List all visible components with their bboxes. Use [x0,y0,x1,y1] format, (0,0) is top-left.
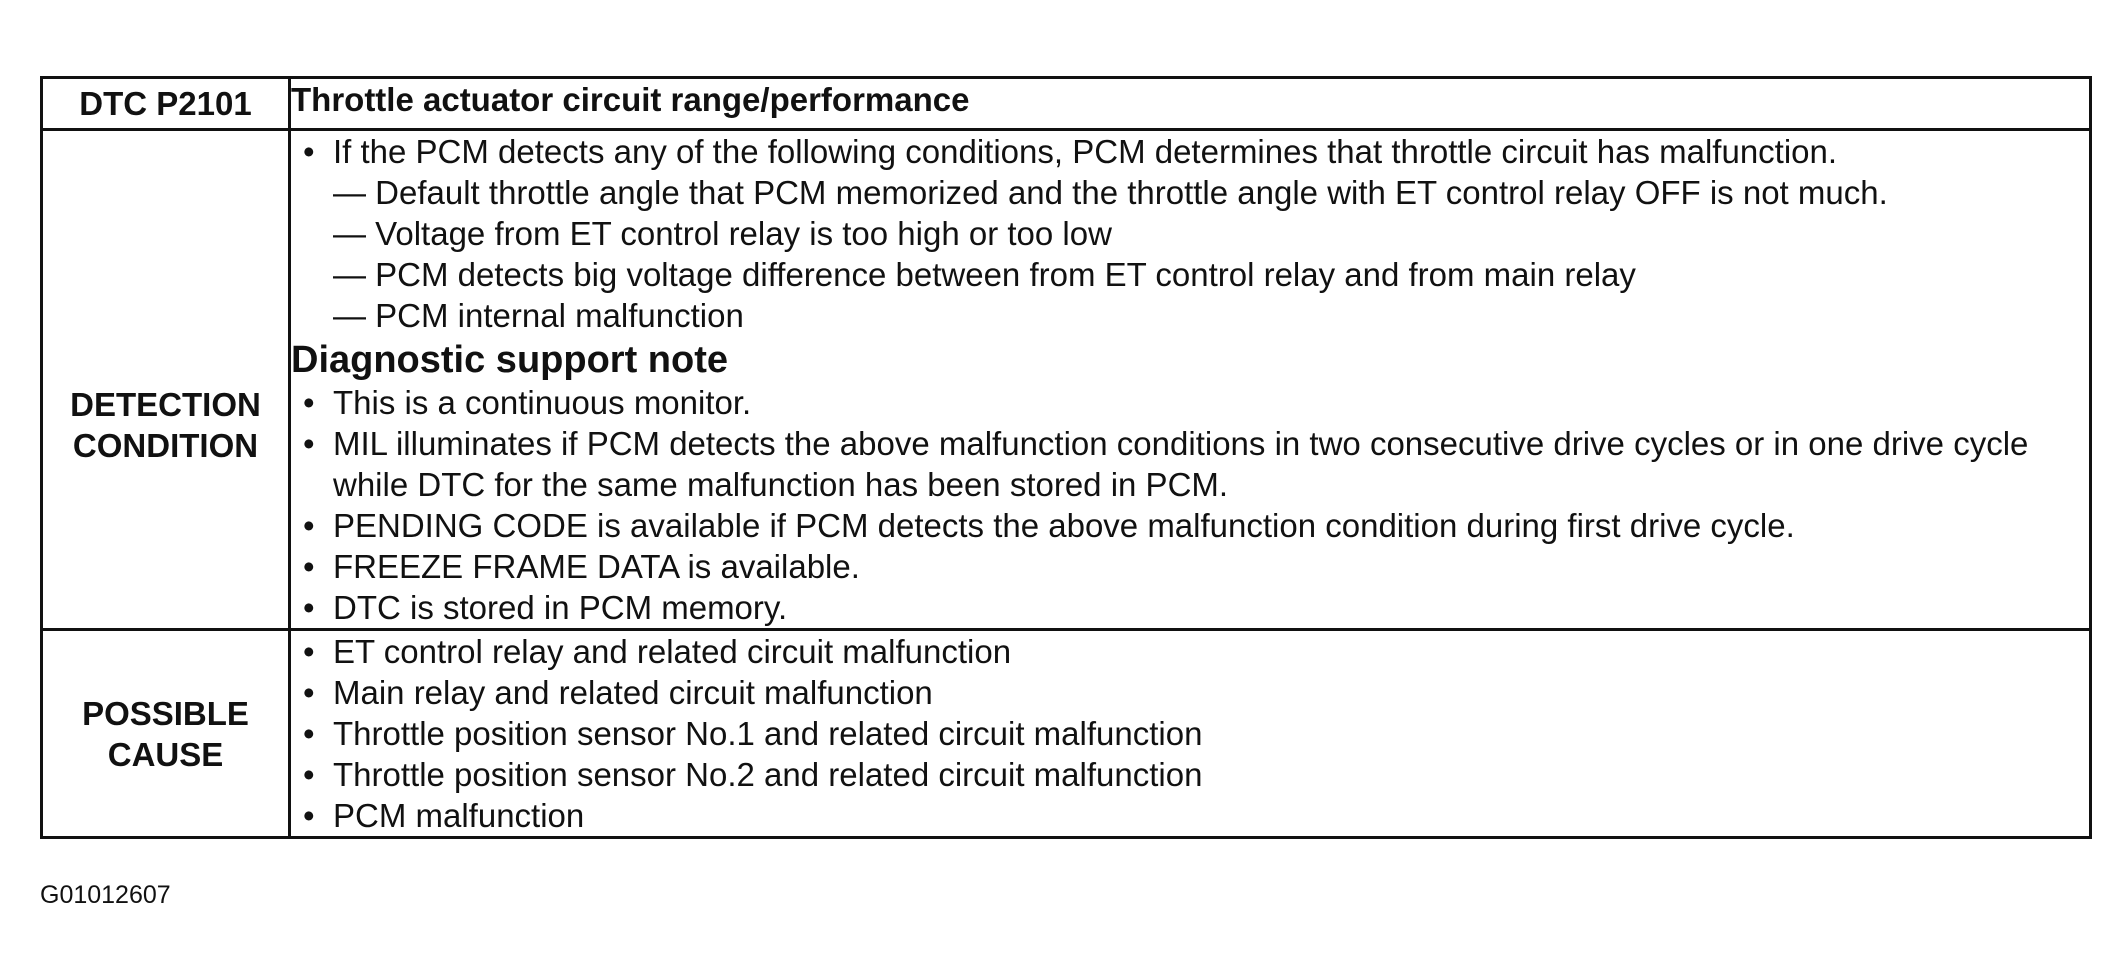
support-note: DTC is stored in PCM memory. [333,589,788,626]
possible-cause-content: • ET control relay and related circuit m… [288,628,2092,839]
header-row: DTC P2101 Throttle actuator circuit rang… [40,76,2092,131]
list-item: • ET control relay and related circuit m… [291,631,2089,672]
list-item: — PCM internal malfunction [333,297,744,334]
list-item: • PCM malfunction [291,795,2089,836]
possible-label-line2: CAUSE [107,735,224,773]
detection-row: DETECTION CONDITION • If the PCM detects… [40,128,2092,631]
detection-conditions-list: — Default throttle angle that PCM memori… [291,172,2089,336]
bullet-icon: • [303,674,315,711]
detection-intro-list: • If the PCM detects any of the followin… [291,131,2089,172]
bullet-icon: • [303,715,315,752]
dtc-code: DTC P2101 [40,76,291,131]
support-note: FREEZE FRAME DATA is available. [333,548,860,585]
possible-causes-list: • ET control relay and related circuit m… [291,631,2089,836]
possible-cause: PCM malfunction [333,797,585,834]
bullet-icon: • [303,633,315,670]
support-notes-list: • This is a continuous monitor. • MIL il… [291,382,2089,628]
list-item: — PCM detects big voltage difference bet… [333,256,1636,293]
possible-cause-row: POSSIBLE CAUSE • ET control relay and re… [40,628,2092,839]
support-note: MIL illuminates if PCM detects the above… [333,425,2029,503]
list-item: — Voltage from ET control relay is too h… [333,215,1112,252]
bullet-icon: • [303,133,315,170]
list-item: • Main relay and related circuit malfunc… [291,672,2089,713]
list-item: • Throttle position sensor No.1 and rela… [291,713,2089,754]
list-item: • This is a continuous monitor. [291,382,2089,423]
possible-label-line1: POSSIBLE [82,694,249,732]
list-item: • MIL illuminates if PCM detects the abo… [291,423,2089,505]
detection-condition-content: • If the PCM detects any of the followin… [288,128,2092,631]
dtc-table: DTC P2101 Throttle actuator circuit rang… [40,76,2092,839]
possible-cause: Main relay and related circuit malfuncti… [333,674,933,711]
bullet-icon: • [303,384,315,421]
possible-cause: Throttle position sensor No.1 and relate… [333,715,1203,752]
detection-label-line1: DETECTION [70,385,261,423]
bullet-icon: • [303,797,315,834]
bullet-icon: • [303,548,315,585]
detection-label-line2: CONDITION [72,426,259,464]
figure-id: G01012607 [40,881,171,909]
possible-cause-label: POSSIBLE CAUSE [40,628,291,839]
bullet-icon: • [303,425,315,462]
detection-condition-label: DETECTION CONDITION [40,128,291,631]
support-note: PENDING CODE is available if PCM detects… [333,507,1795,544]
bullet-icon: • [303,507,315,544]
detection-intro: If the PCM detects any of the following … [333,133,1838,170]
list-item: • DTC is stored in PCM memory. [291,587,2089,628]
bullet-icon: • [303,756,315,793]
support-note: This is a continuous monitor. [333,384,752,421]
list-item: • PENDING CODE is available if PCM detec… [291,505,2089,546]
dtc-title: Throttle actuator circuit range/performa… [288,76,2092,131]
possible-cause: ET control relay and related circuit mal… [333,633,1012,670]
list-item: — Default throttle angle that PCM memori… [333,174,1888,211]
possible-cause: Throttle position sensor No.2 and relate… [333,756,1203,793]
bullet-icon: • [303,589,315,626]
support-note-heading: Diagnostic support note [291,339,728,381]
list-item: • If the PCM detects any of the followin… [291,131,2089,172]
list-item: • Throttle position sensor No.2 and rela… [291,754,2089,795]
list-item: • FREEZE FRAME DATA is available. [291,546,2089,587]
